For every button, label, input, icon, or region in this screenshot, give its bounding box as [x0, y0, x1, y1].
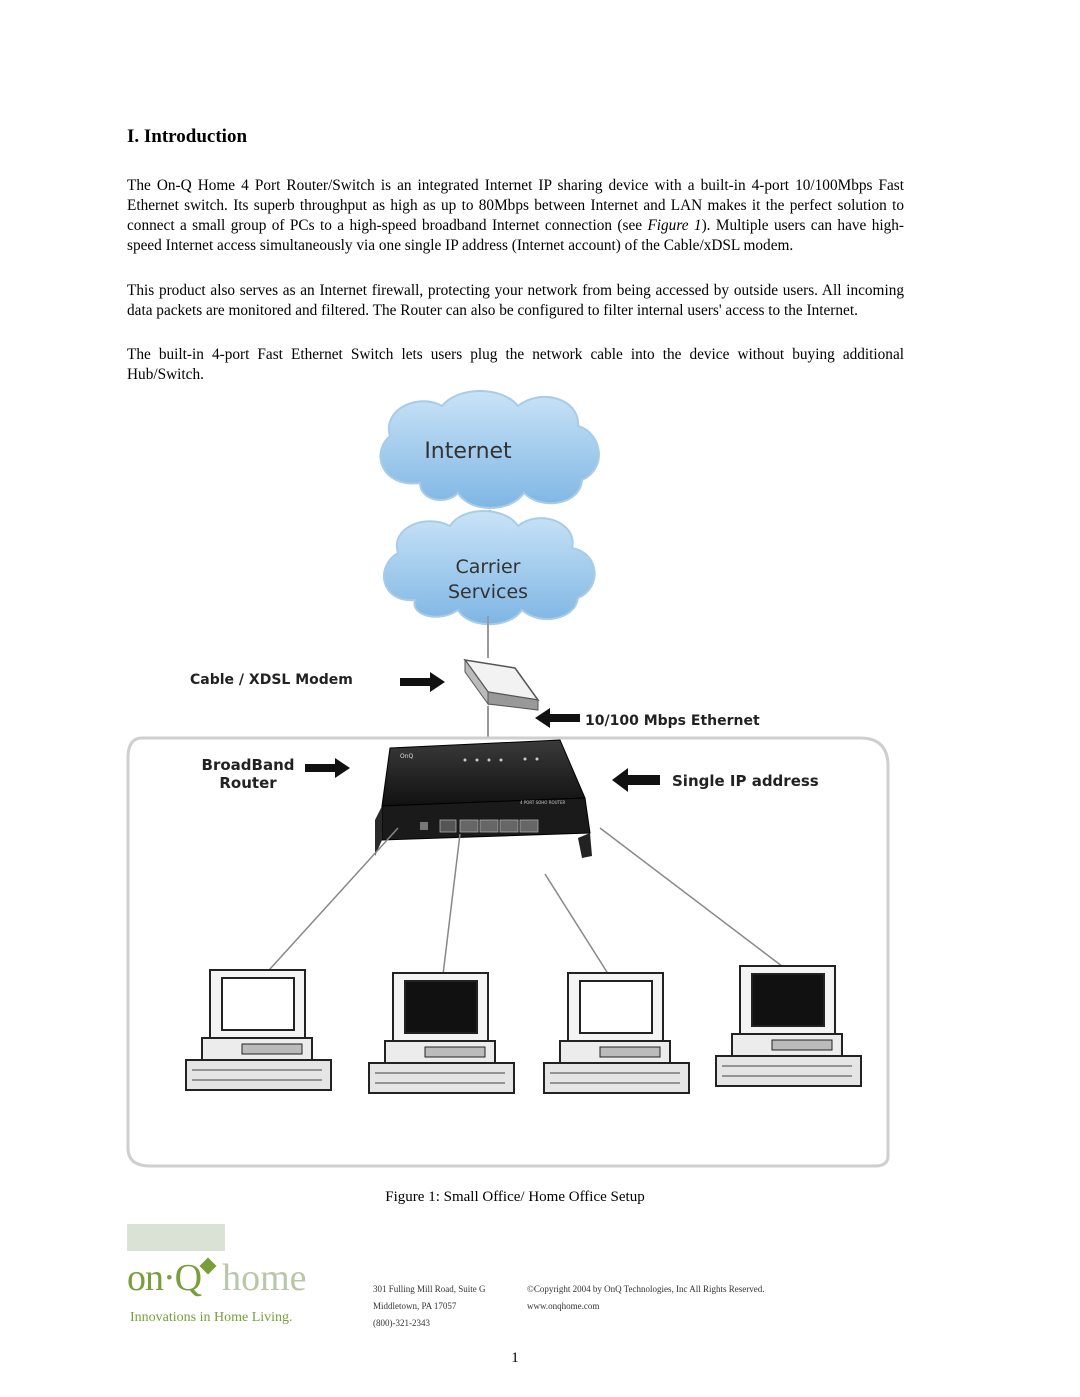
figure-reference: Figure 1	[647, 217, 702, 234]
p1-text-b: ). Multiple users can have high-speed In…	[127, 217, 904, 254]
logo-diamond-icon	[199, 1257, 217, 1275]
phone-number: (800)-321-2343	[373, 1318, 430, 1328]
modem-icon	[463, 658, 540, 711]
page-number: 1	[511, 1350, 519, 1366]
address-line1: 301 Fulling Mill Road, Suite G	[373, 1284, 486, 1294]
p1-text-a: The On-Q Home 4 Port Router/Switch is an…	[127, 177, 904, 234]
logo-onq-text: on·Q	[127, 1257, 202, 1299]
modem-label: Cable / XDSL Modem	[190, 672, 353, 688]
onq-home-logo: on·Q home	[127, 1256, 307, 1306]
internet-cloud-icon: Internet	[379, 390, 600, 509]
intro-paragraph-3: The built-in 4-port Fast Ethernet Switch…	[127, 346, 904, 383]
logo-accent-box	[127, 1224, 225, 1251]
ethernet-label: 10/100 Mbps Ethernet	[585, 713, 760, 729]
arrow-left-icon	[612, 768, 660, 792]
logo-home-text: home	[222, 1257, 307, 1299]
intro-paragraph-1: The On-Q Home 4 Port Router/Switch is an…	[127, 176, 904, 256]
footer-copyright: ©Copyright 2004 by OnQ Technologies, Inc…	[527, 1281, 765, 1315]
website-link[interactable]: www.onqhome.com	[527, 1301, 600, 1311]
computer-icon	[185, 969, 332, 1091]
logo-tagline: Innovations in Home Living.	[130, 1310, 293, 1325]
copyright-text: ©Copyright 2004 by OnQ Technologies, Inc…	[527, 1284, 765, 1294]
single-ip-label: Single IP address	[672, 772, 819, 790]
intro-paragraph-2: This product also serves as an Internet …	[127, 282, 904, 319]
carrier-label-line1: Carrier	[456, 556, 521, 578]
arrow-right-icon	[305, 758, 350, 778]
router-icon: OnQ 4 PORT SOHO ROUTER	[375, 739, 592, 858]
router-label-line1: BroadBand	[202, 756, 295, 774]
carrier-label-line2: Services	[448, 581, 528, 603]
section-heading: I. Introduction	[127, 126, 248, 147]
computer-icon	[543, 972, 690, 1094]
router-label-line2: Router	[219, 774, 277, 792]
router-model: 4 PORT SOHO ROUTER	[520, 800, 566, 805]
footer-address: 301 Fulling Mill Road, Suite G Middletow…	[373, 1281, 486, 1332]
address-line2: Middletown, PA 17057	[373, 1301, 457, 1311]
figure-caption: Figure 1: Small Office/ Home Office Setu…	[385, 1189, 645, 1205]
arrow-right-icon	[400, 672, 445, 692]
computer-icon	[715, 965, 862, 1087]
router-brand: OnQ	[400, 753, 414, 760]
arrow-left-icon	[535, 708, 580, 728]
internet-label: Internet	[424, 439, 512, 464]
computer-icon	[368, 972, 515, 1094]
carrier-cloud-icon: Carrier Services	[382, 510, 596, 626]
network-diagram: Internet Carrier Services Cable / XDSL M…	[120, 388, 900, 1178]
